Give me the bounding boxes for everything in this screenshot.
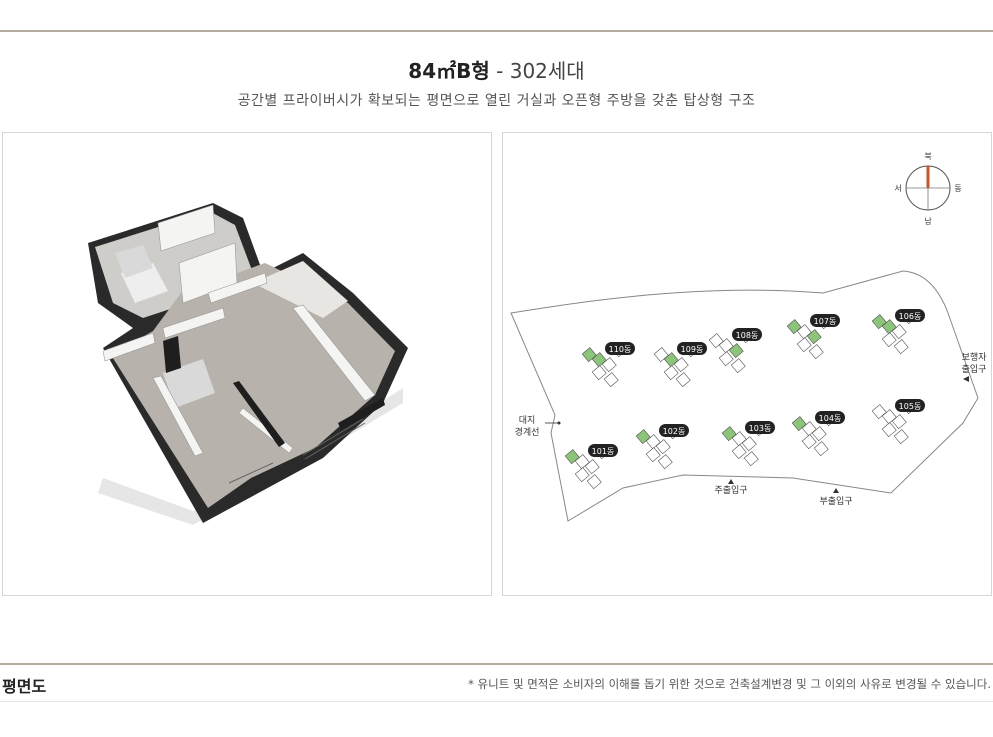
building-unit-block	[806, 329, 822, 345]
building-unit-block	[801, 434, 817, 450]
pedestrian-entrance-arrow-icon	[963, 376, 969, 382]
building-unit-block	[645, 447, 661, 463]
pedestrian-entrance-label-1: 보행자	[962, 351, 988, 363]
floor-plan-3d-panel	[2, 132, 492, 596]
building-tag	[815, 411, 845, 424]
building-label: 102동	[663, 427, 686, 436]
floor-plan-3d-image	[88, 203, 408, 525]
sub-entrance-label: 부출입구	[819, 495, 852, 507]
main-entrance-arrow-icon	[728, 479, 734, 484]
building-label: 101동	[592, 447, 615, 456]
compass-north: 북	[924, 152, 931, 161]
building-unit-block	[808, 344, 824, 360]
building-tag	[605, 342, 635, 355]
top-divider	[0, 30, 993, 32]
building-unit-block	[603, 372, 619, 388]
site-boundary	[510, 270, 979, 522]
building-unit-block	[743, 451, 759, 467]
building-label: 103동	[749, 424, 772, 433]
building-unit-block	[813, 441, 829, 457]
building-7[interactable]: 102동	[635, 424, 689, 470]
building-unit-block	[796, 337, 812, 353]
building-tag	[732, 328, 762, 341]
building-10[interactable]: 105동	[871, 399, 925, 445]
compass-icon	[905, 165, 951, 211]
building-unit-block	[591, 365, 607, 381]
building-9[interactable]: 104동	[791, 411, 845, 457]
building-unit-block	[718, 351, 734, 367]
disclaimer-notice: * 유니트 및 면적은 소비자의 이해를 돕기 위한 것으로 건축설계변경 및 …	[468, 677, 991, 691]
building-label: 109동	[681, 345, 704, 354]
building-unit-block	[655, 439, 671, 455]
building-tag	[895, 399, 925, 412]
building-tag	[810, 314, 840, 327]
page-title: 84㎡B형 - 302세대	[0, 55, 993, 84]
building-label: 106동	[899, 312, 922, 321]
building-unit-block	[881, 332, 897, 348]
site-plan-map: 북 남 동 서 110동 109동 108동 107동 106동 101동 102동 103동…	[510, 152, 988, 522]
building-unit-block	[891, 414, 907, 430]
unit-type: 84㎡B형	[408, 59, 490, 83]
building-unit-block	[881, 422, 897, 438]
building-tag	[588, 444, 618, 457]
building-unit-block	[675, 372, 691, 388]
building-4[interactable]: 107동	[786, 314, 840, 360]
building-unit-block	[663, 365, 679, 381]
building-3[interactable]: 108동	[708, 328, 762, 374]
title-separator: -	[489, 59, 510, 83]
building-label: 107동	[814, 317, 837, 326]
site-plan-panel: 북 남 동 서 110동 109동 108동 107동 106동 101동 102동 103동…	[502, 132, 992, 596]
building-unit-block	[730, 358, 746, 374]
footer-line	[0, 701, 993, 702]
site-boundary-label-1: 대지	[519, 415, 536, 426]
unit-description: 공간별 프라이버시가 확보되는 평면으로 열린 거실과 오픈형 주방을 갖춘 탑…	[237, 93, 756, 109]
building-6[interactable]: 101동	[564, 444, 618, 490]
building-unit-block	[728, 343, 744, 359]
sub-entrance-arrow-icon	[833, 488, 839, 493]
compass-west: 서	[894, 184, 901, 193]
building-label: 105동	[899, 402, 922, 411]
building-unit-block	[657, 454, 673, 470]
building-unit-block	[586, 474, 602, 490]
building-unit-block	[811, 426, 827, 442]
building-unit-block	[584, 459, 600, 475]
main-entrance-label: 주출입구	[714, 484, 747, 496]
building-unit-block	[574, 467, 590, 483]
building-1[interactable]: 110동	[581, 342, 635, 388]
building-label: 104동	[819, 414, 842, 423]
bottom-divider	[0, 663, 993, 665]
building-2[interactable]: 109동	[653, 342, 707, 388]
section-title: 평면도	[2, 677, 47, 696]
building-unit-block	[673, 357, 689, 373]
building-tag	[745, 421, 775, 434]
building-tag	[659, 424, 689, 437]
building-unit-block	[893, 429, 909, 445]
building-label: 108동	[736, 331, 759, 340]
building-unit-block	[891, 324, 907, 340]
building-unit-block	[893, 339, 909, 355]
building-label: 110동	[609, 345, 632, 354]
building-tag	[895, 309, 925, 322]
building-unit-block	[601, 357, 617, 373]
building-tag	[677, 342, 707, 355]
households-count: 302세대	[509, 59, 585, 83]
building-5[interactable]: 106동	[871, 309, 925, 355]
compass-east: 동	[954, 184, 961, 193]
building-unit-block	[741, 436, 757, 452]
building-8[interactable]: 103동	[721, 421, 775, 467]
site-boundary-label-2: 경계선	[515, 426, 540, 438]
pedestrian-entrance-label-2: 출입구	[962, 363, 987, 375]
building-unit-block	[731, 444, 747, 460]
compass-south: 남	[924, 217, 932, 226]
